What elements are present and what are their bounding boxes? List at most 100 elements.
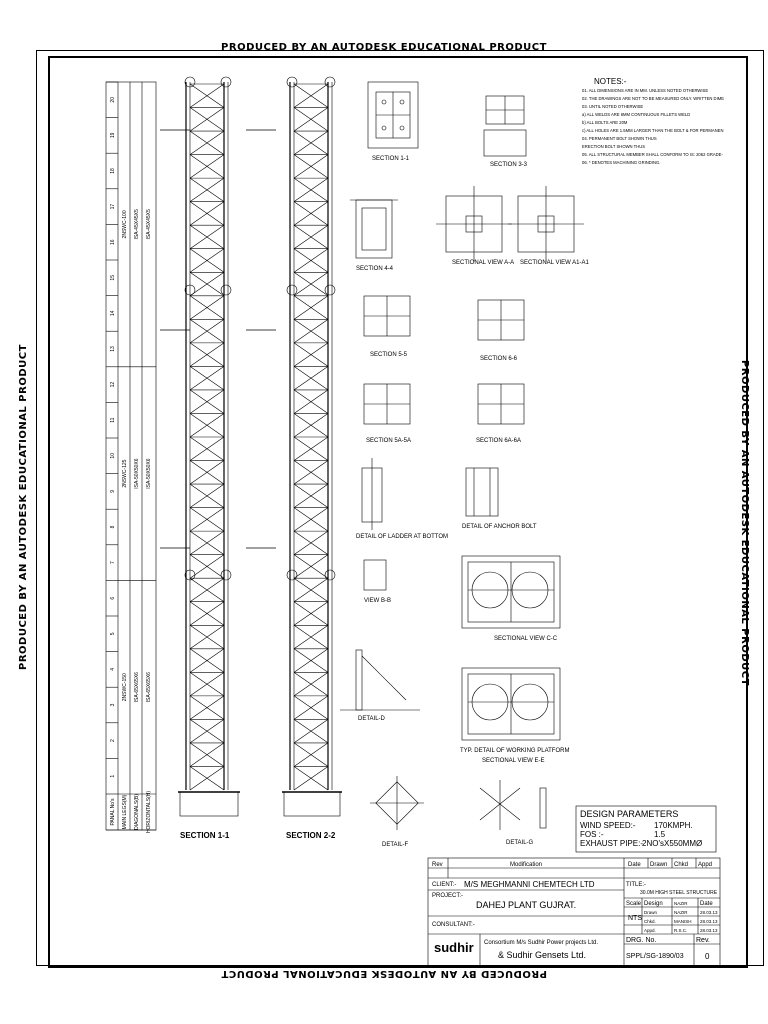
tb-rev-label: Rev. — [696, 937, 710, 944]
schedule-diagonal: ISA-45X45X5 — [134, 209, 140, 240]
schedule-panel-no: 4 — [110, 668, 116, 671]
tb-drawn-name: NAZIR — [674, 910, 688, 915]
section-6a-6a-detail — [477, 383, 525, 425]
sheet-inner-border — [48, 56, 748, 968]
note-line: 01. ALL DIMENSIONS ARE IN MM. UNLESS NOT… — [582, 88, 708, 93]
tb-title-label: TITLE:- — [626, 882, 646, 888]
tb-client: M/S MEGHMANNI CHEMTECH LTD — [464, 880, 595, 889]
note-line: ERECTION BOLT SHOWN THUS — [582, 144, 645, 149]
label-working-platform: TYP. DETAIL OF WORKING PLATFORM — [460, 748, 569, 754]
working-platform-detail — [461, 667, 561, 741]
tb-consultant-label: CONSULTANT:- — [432, 922, 475, 928]
schedule-panel-no: 13 — [110, 346, 116, 352]
detail-d-drawing — [340, 649, 420, 711]
tb-drg-no: SPPL/SG-1890/03 — [626, 953, 684, 960]
label-section-3-3: SECTION 3-3 — [490, 162, 528, 168]
tb-scale-value: NTS — [628, 915, 642, 922]
detail-f-drawing — [370, 776, 424, 830]
tb-logo: sudhir — [434, 940, 474, 955]
label-section-4-4: SECTION 4-4 — [356, 266, 394, 272]
notes-title: NOTES:- — [594, 77, 627, 86]
label-section-6-6: SECTION 6-6 — [480, 356, 518, 362]
ladder-bottom-detail — [361, 458, 383, 530]
schedule-panel-no: 16 — [110, 239, 116, 245]
schedule-panel-no: 9 — [110, 490, 116, 493]
tower-section-1-1 — [185, 82, 229, 791]
tb-rev-header: Rev — [432, 862, 443, 868]
schedule-panel-no: 7 — [110, 561, 116, 564]
schedule-panel-no: 6 — [110, 597, 116, 600]
label-ladder-bottom: DETAIL OF LADDER AT BOTTOM — [356, 534, 448, 540]
exhaust-pipe-value: 2NO'sX550MMØ — [642, 839, 702, 848]
label-section-6a-6a: SECTION 6A-6A — [476, 438, 521, 444]
schedule-panel-no: 10 — [110, 453, 116, 459]
notes-block: NOTES:- 01. ALL DIMENSIONS ARE IN MM. UN… — [582, 77, 724, 165]
design-parameters-title: DESIGN PARAMETERS — [580, 809, 678, 819]
schedule-main-leg: 2NSWC-100 — [122, 210, 128, 238]
fos-label: FOS :- — [580, 830, 604, 839]
schedule-horizontal: ISA-50X50X6 — [146, 458, 152, 489]
wind-speed-label: WIND SPEED:- — [580, 821, 636, 830]
tb-chkd-name: MANISH — [674, 919, 692, 924]
schedule-row-header: PANAL No's — [110, 798, 116, 826]
member-schedule-table — [105, 81, 157, 831]
tb-date-header: Date — [628, 862, 641, 868]
schedule-panel-no: 2 — [110, 739, 116, 742]
sectional-c-c-detail — [461, 555, 561, 629]
tb-design-label: Design — [644, 901, 663, 907]
schedule-panel-no: 12 — [110, 382, 116, 388]
label-section-5a-5a: SECTION 5A-5A — [366, 438, 411, 444]
label-sectional-a-a: SECTIONAL VIEW A-A — [452, 260, 514, 266]
label-detail-f: DETAIL-F — [382, 842, 409, 848]
fos-value: 1.5 — [654, 830, 666, 839]
tb-date1: 28.03.13 — [700, 910, 718, 915]
label-section-5-5: SECTION 5-5 — [370, 352, 408, 358]
note-line: a) ALL WELDS ARE 6MM CONTINUOUS FILLETS … — [582, 112, 690, 117]
schedule-row-header: MAIN LEGS(M) — [122, 794, 128, 829]
sectional-a-a-detail — [436, 186, 512, 262]
note-line: c) ALL HOLES ARE 1.5MM LARGER THAN THE B… — [582, 128, 723, 133]
anchor-bolt-detail — [465, 467, 499, 517]
sectional-a1-a1-detail — [508, 186, 584, 262]
note-line: 05. ALL STRUCTURAL MEMBER SHALL CONFORM … — [582, 152, 723, 157]
sheet-outer-border — [36, 50, 764, 966]
note-line: 04. PERMANENT BOLT SHOWN THUS — [582, 136, 657, 141]
schedule-panel-no: 5 — [110, 632, 116, 635]
section-6-6-detail — [477, 299, 525, 341]
schedule-panel-no: 19 — [110, 132, 116, 138]
tb-project-label: PROJECT:- — [432, 893, 463, 899]
label-section-1-1: SECTION 1-1 — [180, 831, 230, 840]
tb-appd-name: R.S.C. — [674, 928, 687, 933]
schedule-panel-no: 18 — [110, 168, 116, 174]
note-line: 06. * DENOTES MACHINING GRINDING. — [582, 160, 660, 165]
label-detail-g: DETAIL-G — [506, 840, 534, 846]
banner-top: PRODUCED BY AN AUTODESK EDUCATIONAL PROD… — [221, 42, 547, 53]
schedule-panel-no: 14 — [110, 310, 116, 316]
tb-modification-header: Modification — [510, 862, 542, 868]
tb-date-label: Date — [700, 901, 713, 907]
exhaust-pipe-label: EXHAUST PIPE:- — [580, 839, 643, 848]
schedule-panel-no: 1 — [110, 775, 116, 778]
tb-title: 30.0M HIGH STEEL STRUCTURE — [640, 890, 718, 896]
schedule-panel-no: 20 — [110, 97, 116, 103]
label-sectional-c-c: SECTIONAL VIEW C-C — [494, 636, 558, 642]
tb-date2: 28.03.13 — [700, 919, 718, 924]
tb-chkd-label: Chkd. — [644, 919, 656, 924]
schedule-panel-no: 11 — [110, 417, 116, 422]
tower-section-2-2 — [289, 82, 333, 791]
tb-drawn-label: Drawn — [644, 910, 658, 915]
tb-chkd-header: Chkd — [674, 862, 688, 868]
label-sectional-a1-a1: SECTIONAL VIEW A1-A1 — [520, 260, 589, 266]
schedule-main-leg: 2NSWC-125 — [122, 459, 128, 487]
detail-g-drawing — [479, 780, 547, 830]
tb-client-label: CLIENT:- — [432, 882, 456, 888]
schedule-horizontal: ISA-65X65X6 — [146, 672, 152, 703]
view-b-b-detail — [363, 559, 387, 591]
tb-consortium: Consortium M/s Sudhir Power projects Ltd… — [484, 940, 598, 946]
design-parameters-box — [575, 805, 717, 853]
label-detail-d: DETAIL-D — [358, 716, 386, 722]
label-view-b-b: VIEW B-B — [364, 598, 391, 604]
section-5a-5a-detail — [363, 383, 411, 425]
schedule-row-header: DIAGONALS(B) — [134, 794, 140, 830]
